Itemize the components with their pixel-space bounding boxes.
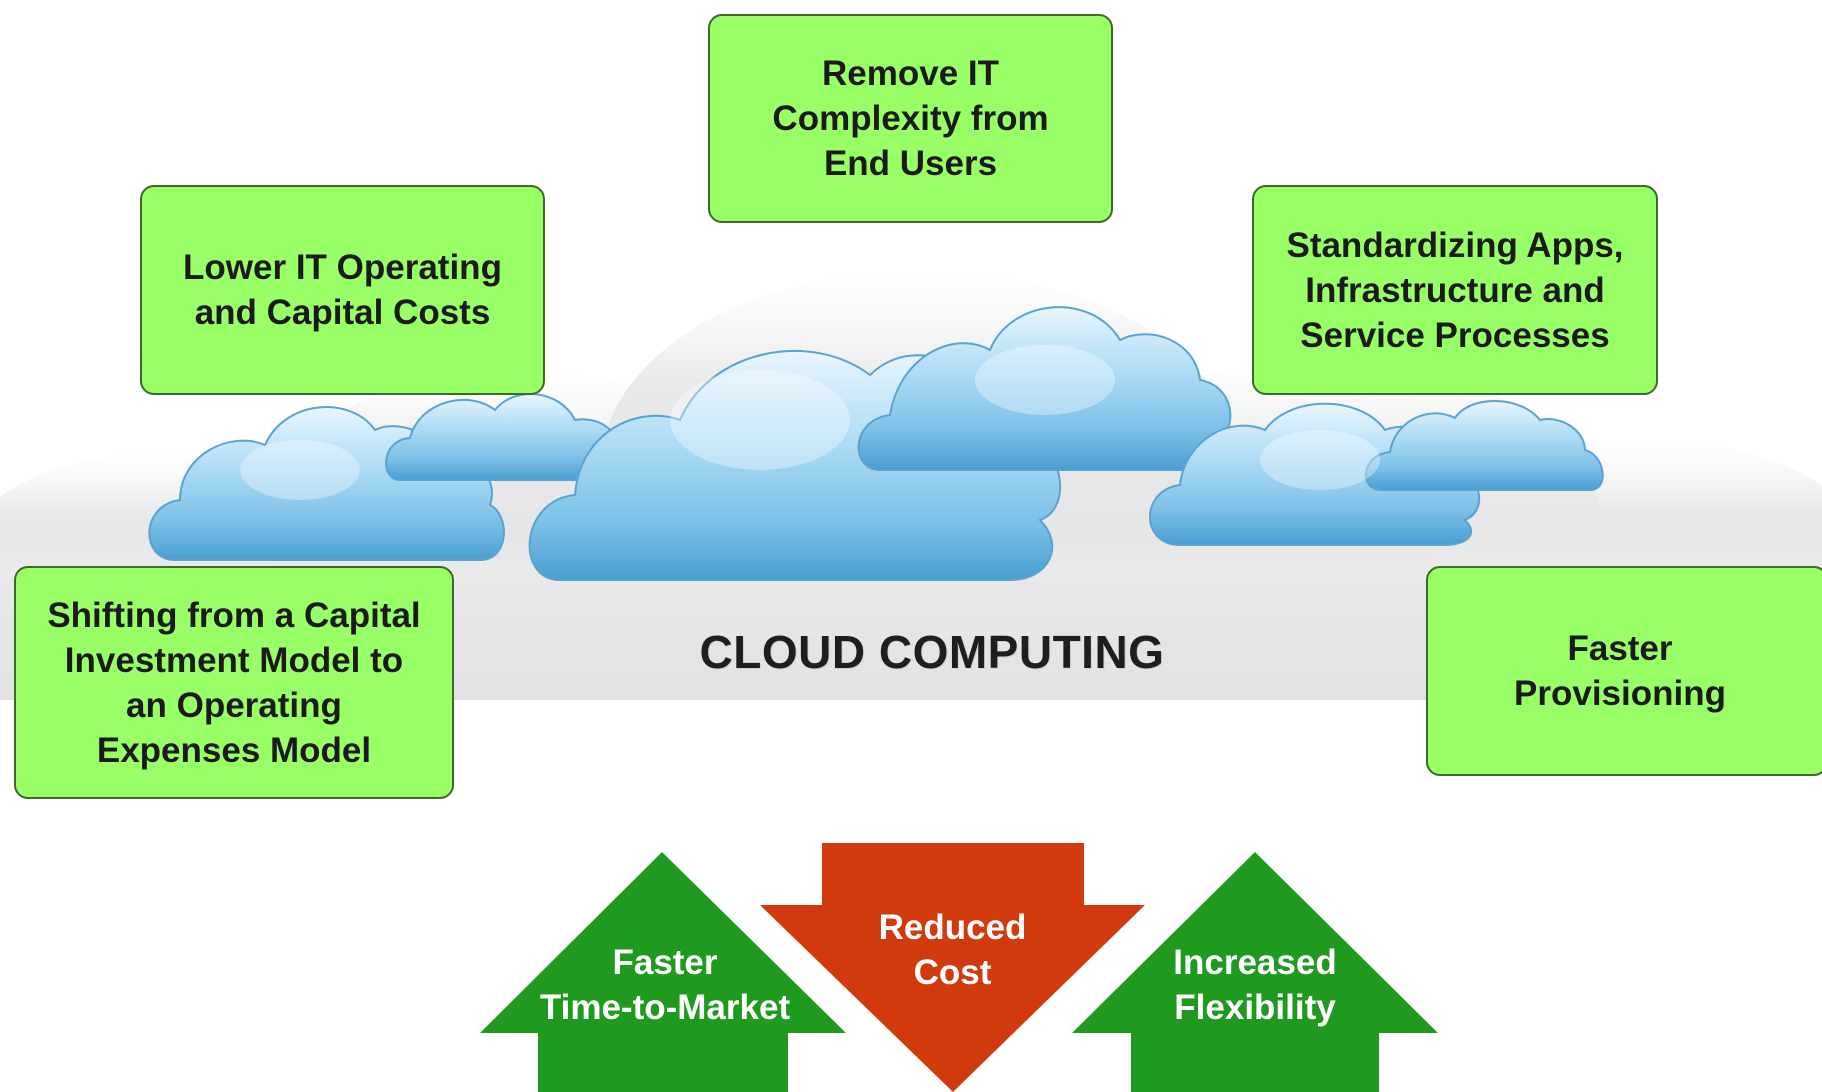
arrow-label-flexibility: Increased Flexibility <box>1173 943 1337 1027</box>
benefit-label: Shifting from a Capital Investment Model… <box>47 595 421 770</box>
benefit-label: Faster Provisioning <box>1514 629 1726 713</box>
cloud-illustration <box>148 306 1604 581</box>
arrow-up-time-to-market-icon <box>480 852 846 1092</box>
arrow-label-reduced-cost: Reduced Cost <box>878 908 1027 992</box>
diagram-title: CLOUD COMPUTING <box>699 626 1165 678</box>
outcome-arrows <box>480 843 1438 1092</box>
benefit-box-faster-provisioning: Faster Provisioning <box>1426 566 1822 776</box>
benefit-box-remove-complexity: Remove IT Complexity from End Users <box>708 14 1113 223</box>
benefit-box-standardizing: Standardizing Apps, Infrastructure and S… <box>1252 185 1658 395</box>
arrow-up-flexibility-icon <box>1072 852 1438 1092</box>
cloud-far-right-icon <box>1365 400 1604 491</box>
benefit-label: Lower IT Operating and Capital Costs <box>183 248 502 332</box>
arrow-down-reduced-cost-icon <box>760 843 1145 1092</box>
benefit-box-lower-costs: Lower IT Operating and Capital Costs <box>140 185 545 395</box>
arrow-label-time-to-market: Faster Time-to-Market <box>539 943 791 1027</box>
benefit-label: Remove IT Complexity from End Users <box>772 54 1049 183</box>
cloud-highlights <box>240 345 1380 500</box>
benefit-label: Standardizing Apps, Infrastructure and S… <box>1286 225 1624 355</box>
benefit-box-shifting-model: Shifting from a Capital Investment Model… <box>14 566 454 799</box>
